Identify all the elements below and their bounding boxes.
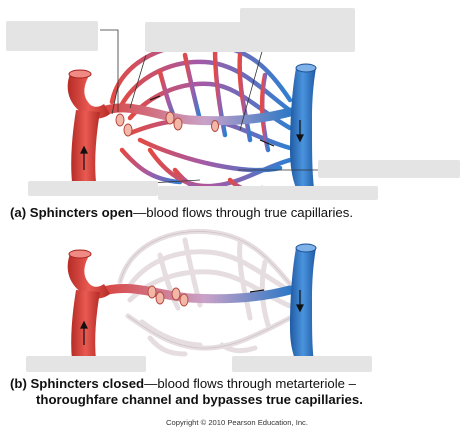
label-box-top-center-small xyxy=(240,8,355,24)
arteriole-b xyxy=(67,254,110,299)
panel-a-diagram xyxy=(67,29,318,195)
label-box-bottom-right-b xyxy=(232,356,372,372)
label-box-right-a xyxy=(318,160,460,178)
arteriole-a xyxy=(67,74,110,119)
caption-b-line2: thoroughfare channel and bypasses true c… xyxy=(10,392,470,408)
caption-b-line1: (b) Sphincters closed—blood flows throug… xyxy=(10,376,470,392)
caption-b-rest2: thoroughfare channel and bypasses true c… xyxy=(36,392,363,407)
flow-arrows-a xyxy=(80,95,304,170)
caption-a-bold: Sphincters open xyxy=(29,205,134,220)
venule-a xyxy=(290,68,316,188)
flow-arrows-b xyxy=(80,289,304,345)
label-box-top-center xyxy=(145,22,355,52)
metarteriole-thoroughfare-b xyxy=(95,284,295,304)
label-box-top-left xyxy=(6,21,98,51)
label-box-bottom-left-a xyxy=(28,181,158,196)
caption-a: (a) Sphincters open—blood flows through … xyxy=(10,205,470,221)
precapillary-sphincters-b xyxy=(147,285,189,307)
caption-b: (b) Sphincters closed—blood flows throug… xyxy=(10,376,470,408)
metarteriole-thoroughfare-a xyxy=(95,103,295,126)
caption-a-prefix: (a) xyxy=(10,205,30,220)
label-box-bottom-left-b xyxy=(26,356,146,372)
panel-b-diagram xyxy=(67,228,317,362)
copyright-text: Copyright © 2010 Pearson Education, Inc. xyxy=(166,418,308,427)
precapillary-sphincters-a xyxy=(115,111,219,137)
true-capillaries-closed-outline xyxy=(119,231,291,349)
label-box-bottom-center-a xyxy=(158,186,378,200)
caption-a-rest: —blood flows through true capillaries. xyxy=(133,205,354,220)
arteriole-stem-a xyxy=(71,110,100,182)
caption-b-rest1: —blood flows through metarteriole – xyxy=(144,376,356,391)
caption-b-bold: Sphincters closed xyxy=(30,376,145,391)
caption-b-prefix: (b) xyxy=(10,376,31,391)
